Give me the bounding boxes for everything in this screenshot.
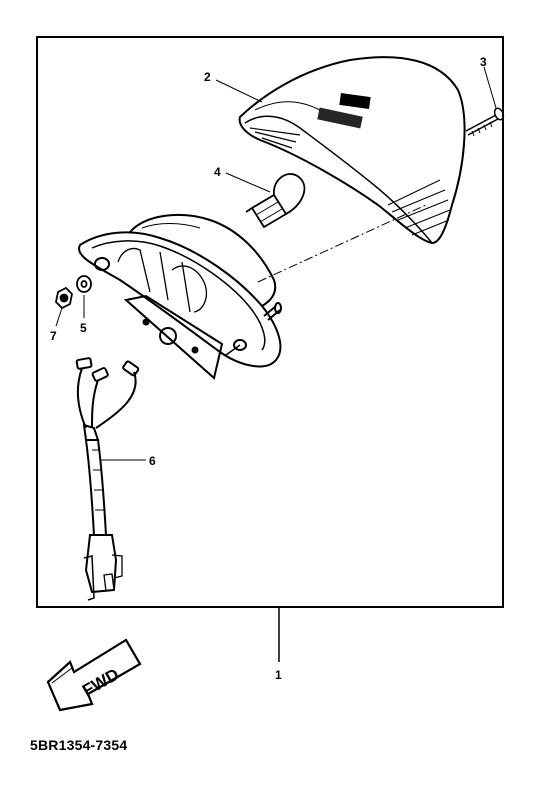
callout-3: 3	[480, 55, 487, 69]
callout-6: 6	[149, 454, 156, 468]
fwd-arrow-icon	[46, 638, 142, 712]
callout-1: 1	[275, 668, 282, 682]
leader-3	[483, 66, 497, 109]
leader-7	[55, 307, 63, 327]
washer	[76, 275, 92, 293]
callout-2: 2	[204, 70, 211, 84]
lamp-housing	[78, 213, 282, 380]
callout-7: 7	[50, 329, 57, 343]
callout-4: 4	[214, 165, 221, 179]
tail-lens	[238, 56, 466, 245]
fwd-label: FWD	[79, 665, 122, 701]
assembly-center-line	[257, 204, 427, 283]
tail-bulb	[245, 173, 306, 229]
drawing-code: 5BR1354-7354	[30, 737, 128, 753]
assembly-frame	[36, 36, 504, 608]
lens-screw	[465, 107, 505, 137]
wire-harness	[75, 357, 140, 601]
callout-5: 5	[80, 321, 87, 335]
leader-2	[215, 79, 263, 103]
nut	[55, 286, 73, 310]
leader-4	[225, 172, 271, 193]
